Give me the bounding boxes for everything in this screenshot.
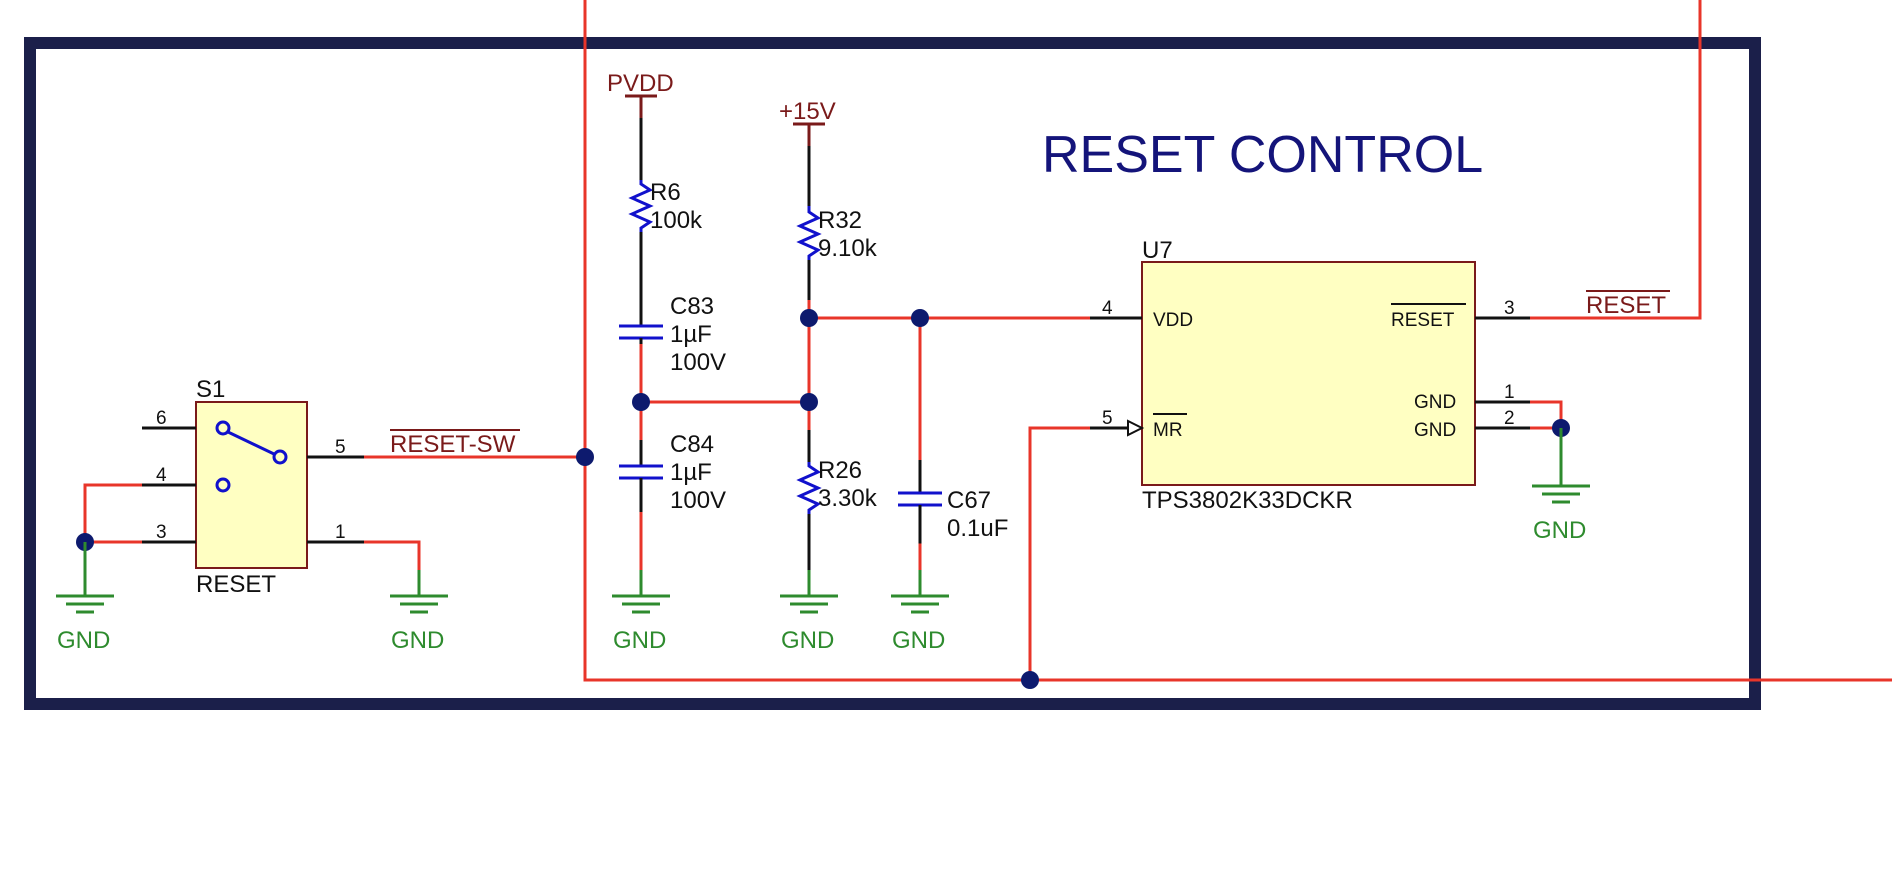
- pvdd-label: PVDD: [607, 70, 674, 97]
- gnd-label-2: GND: [391, 627, 444, 654]
- ic-part: TPS3802K33DCKR: [1142, 487, 1353, 514]
- c83-voltage: 100V: [670, 349, 726, 376]
- switch-ref: S1: [196, 376, 225, 403]
- ground-symbol-6: GND: [1532, 428, 1590, 544]
- ic-pin5-num: 5: [1102, 408, 1113, 429]
- power-port-pvdd: PVDD: [607, 70, 674, 180]
- net-label-reset-sw: RESET-SW: [390, 431, 516, 458]
- ic-u7: U7 TPS3802K33DCKR 4 VDD 5 MR 3 RESET 1 G…: [1090, 237, 1530, 514]
- ic-pin5-name: MR: [1153, 420, 1183, 441]
- gnd-label-6: GND: [1533, 517, 1586, 544]
- r6-value: 100k: [650, 207, 703, 234]
- gnd-label-1: GND: [57, 627, 110, 654]
- resistor-r32: R32 9.10k: [796, 206, 878, 300]
- c84-value: 1µF: [670, 459, 712, 486]
- ic-pin1-num: 1: [1504, 382, 1515, 403]
- ic-pin2-num: 2: [1504, 408, 1515, 429]
- ic-pin4-num: 4: [1102, 298, 1113, 319]
- c67-ref: C67: [947, 487, 991, 514]
- ic-pin3-num: 3: [1504, 298, 1515, 319]
- ic-pin2-name: GND: [1414, 420, 1456, 441]
- gnd-label-5: GND: [892, 627, 945, 654]
- net-label-reset: RESET: [1586, 292, 1666, 319]
- c67-value: 0.1uF: [947, 515, 1008, 542]
- c84-voltage: 100V: [670, 487, 726, 514]
- switch-s1: S1 RESET 6 4 3 5 1: [142, 376, 364, 598]
- c83-ref: C83: [670, 293, 714, 320]
- resistor-r26: R26 3.30k: [796, 430, 878, 570]
- power-port-15v: +15V: [779, 98, 836, 206]
- r26-ref: R26: [818, 457, 862, 484]
- switch-pin-4: 4: [156, 465, 167, 486]
- c83-value: 1µF: [670, 321, 712, 348]
- ground-symbol-2: GND: [390, 570, 448, 654]
- r32-value: 9.10k: [818, 235, 878, 262]
- ground-symbol-4: GND: [780, 570, 838, 654]
- ground-symbol-3: GND: [612, 570, 670, 654]
- p15v-label: +15V: [779, 98, 836, 125]
- ic-pin4-name: VDD: [1153, 310, 1193, 331]
- ic-pin3-name: RESET: [1391, 310, 1455, 331]
- gnd-label-3: GND: [613, 627, 666, 654]
- r6-ref: R6: [650, 179, 681, 206]
- ground-symbols: GND GND GND GND GND: [56, 428, 1590, 654]
- c84-ref: C84: [670, 431, 714, 458]
- capacitor-c83: C83 1µF 100V: [619, 290, 726, 376]
- switch-value: RESET: [196, 571, 276, 598]
- sheet-frame: [24, 37, 1761, 710]
- wires: [83, 0, 1892, 682]
- switch-pin-1: 1: [335, 522, 346, 543]
- switch-pin-3: 3: [156, 522, 167, 543]
- ic-pin1-name: GND: [1414, 392, 1456, 413]
- r32-ref: R32: [818, 207, 862, 234]
- sheet-title: RESET CONTROL: [1042, 126, 1483, 184]
- ground-symbol-5: GND: [891, 570, 949, 654]
- resistor-r6: R6 100k: [628, 179, 703, 290]
- r26-value: 3.30k: [818, 485, 878, 512]
- switch-pin-5: 5: [335, 437, 346, 458]
- ic-ref: U7: [1142, 237, 1173, 264]
- capacitor-c84: C84 1µF 100V: [619, 431, 726, 514]
- ground-symbol-1: GND: [56, 542, 114, 654]
- gnd-label-4: GND: [781, 627, 834, 654]
- capacitor-c67: C67 0.1uF: [898, 460, 1008, 572]
- switch-pin-6: 6: [156, 408, 167, 429]
